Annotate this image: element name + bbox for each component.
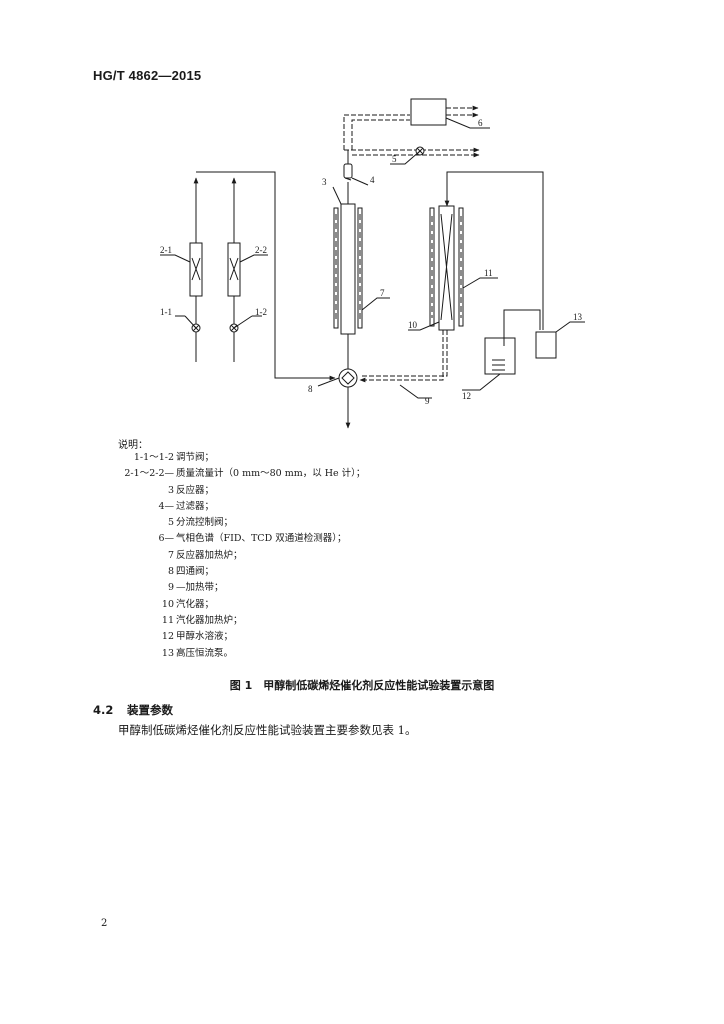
label-3: 3 xyxy=(322,177,327,187)
filter-4 xyxy=(343,163,353,179)
label-4: 4 xyxy=(370,175,375,185)
section-number: 4.2 xyxy=(93,703,114,717)
legend-desc: 质量流量计（0 mm～80 mm，以 He 计）； xyxy=(176,468,366,480)
legend-num: 9 xyxy=(167,582,174,594)
legend-desc: 汽化器； xyxy=(176,598,215,610)
reactor-3 xyxy=(340,203,356,335)
page-number: 2 xyxy=(101,918,108,929)
legend-num: 2-1～2-2— xyxy=(124,468,174,480)
methanol-solution-12 xyxy=(484,337,516,375)
legend-num: 11 xyxy=(161,614,174,626)
apparatus-diagram: 1-1 1-2 2-1 2-2 3 4 5 6 7 8 9 10 11 12 1… xyxy=(160,98,585,429)
label-13: 13 xyxy=(573,312,583,322)
section-paragraph: 甲醇制低碳烯烃催化剂反应性能试验装置主要参数见表 1。 xyxy=(118,723,417,737)
label-9: 9 xyxy=(425,396,430,406)
gas-chromatograph-6 xyxy=(410,98,447,126)
label-12: 12 xyxy=(462,391,471,401)
legend-num: 1-1～1-2 xyxy=(133,452,174,463)
legend-desc: —加热带； xyxy=(176,582,224,594)
label-1-2: 1-2 xyxy=(255,307,267,317)
label-7: 7 xyxy=(380,288,385,298)
label-2-1: 2-1 xyxy=(160,245,172,255)
legend-title: 说明： xyxy=(118,440,148,451)
legend-item: 4—过滤器； xyxy=(118,499,538,515)
legend-item: 2-1～2-2—质量流量计（0 mm～80 mm，以 He 计）； xyxy=(118,466,538,482)
legend-desc: 调节阀； xyxy=(176,452,215,463)
legend-num: 3 xyxy=(167,484,174,496)
legend-desc: 反应器加热炉； xyxy=(176,549,243,561)
high-pressure-pump-13 xyxy=(535,331,557,359)
diagram-labels: 1-1 1-2 2-1 2-2 3 4 5 6 7 8 9 10 11 12 1… xyxy=(160,118,583,406)
section-heading: 4.2 装置参数 xyxy=(93,702,173,718)
legend-num: 6— xyxy=(158,533,174,545)
label-8: 8 xyxy=(308,384,313,394)
legend-item: 6—气相色谱（FID、TCD 双通道检测器）； xyxy=(118,531,538,547)
label-6: 6 xyxy=(478,118,483,128)
legend-desc: 高压恒流泵。 xyxy=(176,647,234,659)
label-2-2: 2-2 xyxy=(255,245,267,255)
legend-desc: 汽化器加热炉； xyxy=(176,614,243,626)
legend-desc: 过滤器； xyxy=(176,500,215,512)
standard-code: HG/T 4862—2015 xyxy=(93,68,202,83)
label-11: 11 xyxy=(484,268,493,278)
section-title: 装置参数 xyxy=(127,703,173,717)
legend-desc: 气相色谱（FID、TCD 双通道检测器）； xyxy=(176,533,347,545)
label-1-1: 1-1 xyxy=(160,307,172,317)
legend-item: 9—加热带； xyxy=(118,580,538,596)
legend-desc: 分流控制阀； xyxy=(176,517,234,529)
label-10: 10 xyxy=(408,320,418,330)
legend-num: 10 xyxy=(161,598,174,610)
legend-num: 13 xyxy=(161,647,174,659)
figure-caption: 图 1 甲醇制低碳烯烃催化剂反应性能试验装置示意图 xyxy=(229,679,495,692)
legend-num: 8 xyxy=(167,566,174,578)
legend-num: 7 xyxy=(167,549,174,561)
legend-desc: 反应器； xyxy=(176,484,215,496)
legend-num: 12 xyxy=(161,631,174,643)
legend-desc: 四通阀； xyxy=(176,566,215,578)
label-5: 5 xyxy=(392,154,397,164)
legend-desc: 甲醇水溶液； xyxy=(176,631,234,643)
legend-num: 4— xyxy=(158,500,174,512)
legend-num: 5 xyxy=(167,517,174,529)
